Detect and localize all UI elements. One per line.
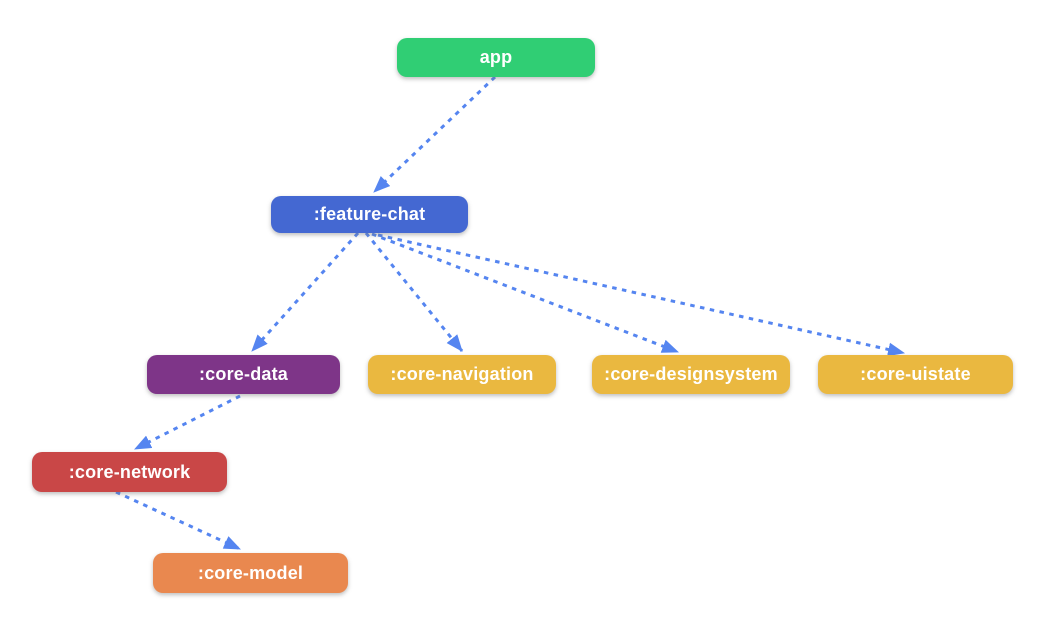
node-label: :core-navigation (390, 364, 534, 384)
edge-app-to-feature-chat (372, 75, 497, 194)
node-core-uistate: :core-uistate (818, 355, 1013, 394)
node-core-navigation: :core-navigation (368, 355, 556, 394)
node-label: :core-network (68, 461, 191, 482)
edge-core-data-to-core-network (134, 394, 241, 451)
node-label: app (479, 47, 513, 67)
node-label: :core-data (198, 364, 289, 384)
node-core-network: :core-network (32, 452, 227, 492)
node-app: app (397, 38, 595, 77)
node-label: :core-designsystem (604, 364, 778, 384)
node-label: :core-model (197, 562, 304, 583)
node-label: :core-uistate (860, 364, 971, 384)
node-core-designsystem: :core-designsystem (592, 355, 790, 394)
node-core-model: :core-model (153, 553, 348, 593)
edge-feature-chat-to-core-data (250, 231, 360, 353)
node-label: :feature-chat (313, 204, 426, 224)
node-feature-chat: :feature-chat (271, 196, 468, 233)
edge-core-network-to-core-model (115, 490, 241, 551)
edge-feature-chat-to-core-uistate (377, 233, 906, 357)
node-core-data: :core-data (147, 355, 340, 394)
edge-feature-chat-to-core-designsystem (371, 232, 679, 354)
